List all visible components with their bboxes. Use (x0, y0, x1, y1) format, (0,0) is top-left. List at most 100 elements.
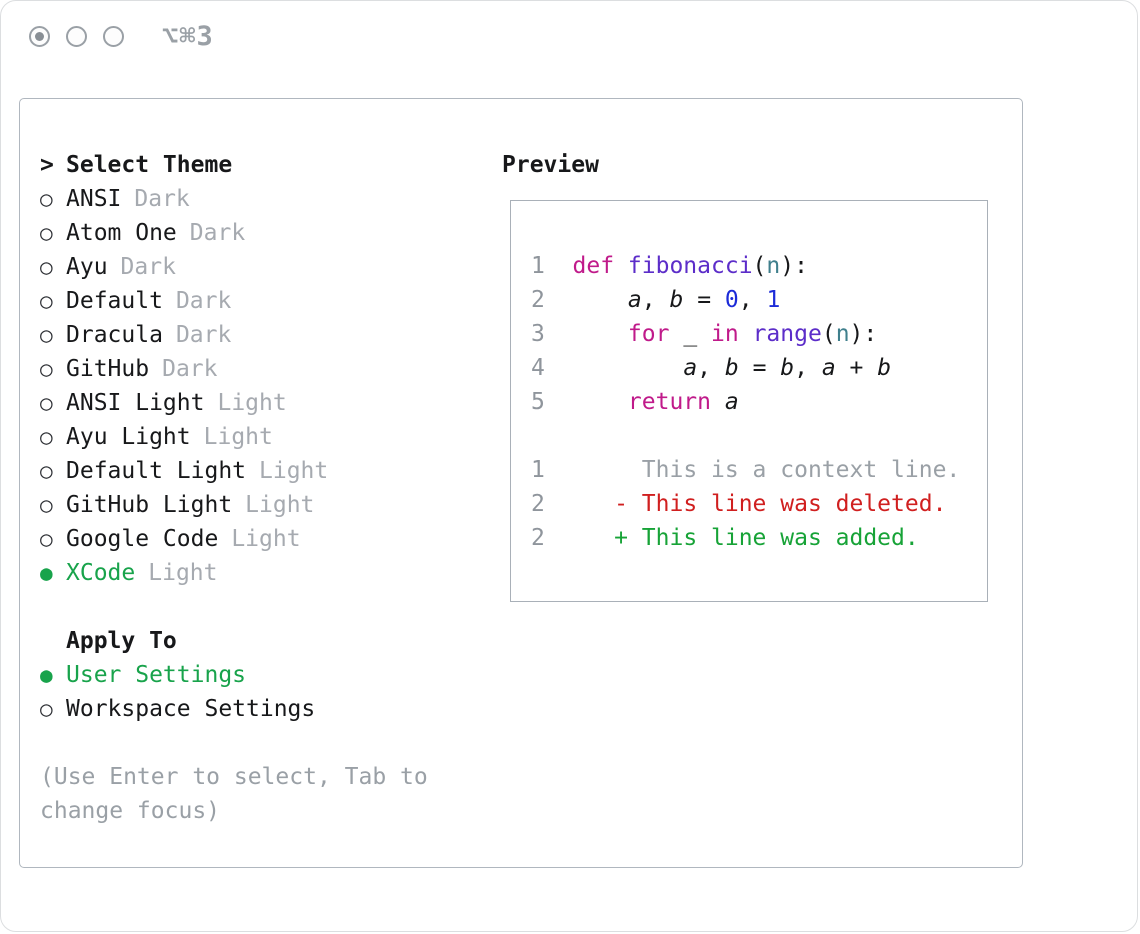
window-light-active-icon[interactable] (29, 26, 50, 47)
window-controls: ⌥⌘3 (29, 21, 214, 52)
theme-variant: Dark (189, 220, 246, 246)
diff-text: This is a context line. (614, 457, 961, 483)
apply-option[interactable]: ●User Settings (40, 658, 500, 692)
code-token: = (683, 287, 725, 313)
theme-variant: Light (259, 458, 329, 484)
code-token: b (724, 355, 739, 381)
theme-variant: Light (148, 560, 218, 586)
cursor-indicator: > (40, 152, 54, 178)
preview-title: Preview (502, 152, 599, 178)
code-token: ( (821, 321, 836, 347)
radio-unselected-icon: ○ (40, 459, 53, 483)
line-number: 2 (531, 287, 545, 313)
apply-to-title: Apply To (66, 628, 177, 654)
line-number: 2 (531, 525, 545, 551)
code-line: 3 for _ in range(n): (531, 317, 987, 351)
code-token: 0 (724, 287, 739, 313)
code-token: b (669, 287, 684, 313)
radio-unselected-icon: ○ (40, 323, 53, 347)
theme-variant: Dark (175, 322, 232, 348)
diff-line: 2- This line was deleted. (531, 487, 987, 521)
theme-option[interactable]: ○ Ayu Dark (40, 250, 500, 284)
radio-unselected-icon: ○ (40, 425, 53, 449)
code-token (573, 389, 628, 415)
theme-name: Default (66, 288, 163, 314)
code-token: a (683, 355, 698, 381)
code-token: b (877, 355, 892, 381)
apply-list: ●User Settings ○ Workspace Settings (40, 658, 500, 726)
code-token: b (780, 355, 795, 381)
apply-option[interactable]: ○ Workspace Settings (40, 692, 500, 726)
apply-option-label: User Settings (66, 662, 247, 688)
theme-name: Atom One (66, 220, 177, 246)
theme-name: GitHub (66, 356, 150, 382)
theme-name: GitHub Light (66, 492, 233, 518)
line-number: 3 (531, 321, 545, 347)
code-token (573, 287, 628, 313)
code-token: ): (780, 253, 808, 279)
theme-name: Ayu (66, 254, 108, 280)
window-light-icon[interactable] (103, 26, 124, 47)
theme-name: Google Code (66, 526, 219, 552)
code-token: n (766, 253, 781, 279)
line-number: 1 (531, 457, 545, 483)
code-token: , (641, 287, 670, 313)
apply-option-label: Workspace Settings (66, 696, 316, 722)
theme-option[interactable]: ○ Google Code Light (40, 522, 500, 556)
code-line: 2 a, b = 0, 1 (531, 283, 987, 317)
select-theme-title: Select Theme (66, 152, 233, 178)
window-light-icon[interactable] (66, 26, 87, 47)
select-theme-header: > Select Theme (40, 148, 500, 182)
code-token: n (835, 321, 850, 347)
code-token (739, 321, 753, 347)
diff-line: 1 This is a context line. (531, 453, 987, 487)
diff-text: + This line was added. (614, 525, 919, 551)
window-shortcut: ⌥⌘3 (162, 21, 214, 52)
theme-variant: Dark (134, 186, 190, 212)
code-line: 5 return a (531, 385, 987, 419)
theme-name: Ayu Light (66, 424, 191, 450)
theme-variant: Light (217, 390, 287, 416)
radio-unselected-icon: ○ (40, 221, 53, 245)
line-number: 1 (531, 253, 545, 279)
theme-name: Dracula (66, 322, 163, 348)
code-token: a (627, 287, 642, 313)
code-token: + (835, 355, 878, 381)
theme-variant: Light (231, 526, 301, 552)
diff-line: 2 + This line was added. (531, 521, 987, 555)
line-number: 4 (531, 355, 545, 381)
code-token (711, 389, 725, 415)
code-token: return (627, 389, 712, 415)
radio-unselected-icon: ○ (40, 697, 53, 721)
line-number: 2 (531, 491, 545, 517)
theme-variant: Dark (162, 356, 218, 382)
radio-unselected-icon: ○ (40, 527, 53, 551)
theme-option[interactable]: ○ Dracula Dark (40, 318, 500, 352)
code-token: fibonacci (627, 253, 753, 279)
theme-variant: Dark (120, 254, 176, 280)
theme-variant: Dark (175, 288, 232, 314)
code-line: 4 a, b = b, a + b (531, 351, 987, 385)
diff-block: 1 This is a context line.2- This line wa… (531, 453, 987, 555)
line-number: 5 (531, 389, 545, 415)
code-token: a (724, 389, 739, 415)
code-token: for (627, 321, 670, 347)
radio-unselected-icon: ○ (40, 391, 53, 415)
code-token: in (711, 321, 739, 347)
theme-option[interactable]: ○ Atom One Dark (40, 216, 500, 250)
code-token (573, 355, 684, 381)
theme-variant: Light (245, 492, 315, 518)
radio-unselected-icon: ○ (40, 255, 53, 279)
